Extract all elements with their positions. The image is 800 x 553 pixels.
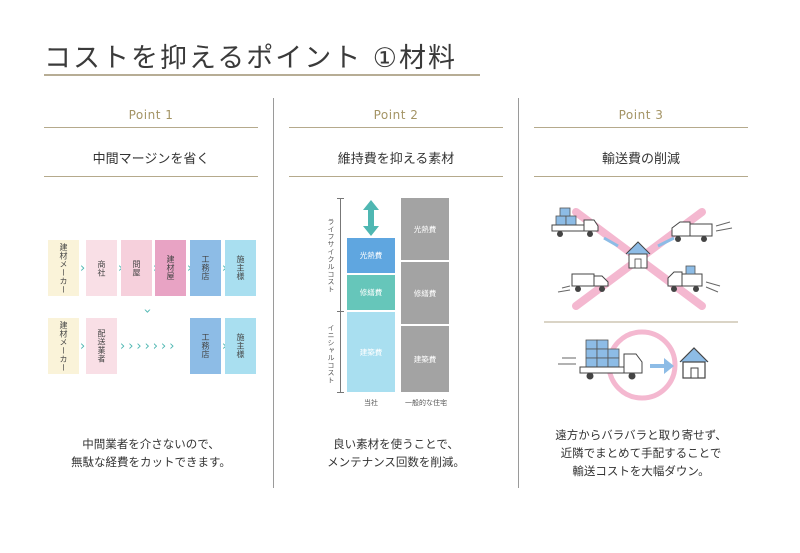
point-1-heading-rule	[44, 176, 258, 177]
flow-top-builder: 工務店	[190, 240, 221, 296]
flow-top-wholesaler: 問屋	[121, 240, 152, 296]
caption-line: 良い素材を使うことで、	[333, 437, 459, 451]
our-company-label: 当社	[364, 399, 378, 407]
truck-icon	[671, 221, 733, 242]
right-arrow-icon	[650, 358, 674, 374]
flow-top-maker: 建材メーカー	[48, 240, 79, 296]
point-3-heading-rule	[534, 176, 748, 177]
caption-line: 中間業者を介さないので、	[82, 437, 220, 451]
point-1-heading: 中間マージンを省く	[92, 152, 210, 167]
shipping-illustration	[534, 202, 748, 402]
our-repair-cost-bar: 修繕費	[347, 275, 395, 310]
flow-arrow: ›	[187, 262, 192, 276]
flow-bottom-delivery: 配送業者	[86, 318, 117, 374]
title-underline	[44, 74, 480, 76]
point-2-heading: 維持費を抑える素材	[337, 152, 455, 167]
our-build-cost-bar: 建築費	[347, 312, 395, 392]
flow-arrow-chain: ›››››››	[120, 339, 178, 354]
point-3-label: Point 3	[618, 108, 664, 122]
flow-top-material-shop: 建材屋	[155, 240, 186, 296]
flow-bottom-maker: 建材メーカー	[48, 318, 79, 374]
point-1-top-rule	[44, 127, 258, 128]
initial-cost-label: イニシャルコスト	[327, 324, 335, 384]
house-icon	[679, 347, 709, 379]
point-1-caption: 中間業者を介さないので、 無駄な経費をカットできます。	[44, 435, 258, 471]
house-icon	[625, 241, 651, 269]
point-3-caption: 遠方からバラバラと取り寄せず、 近隣でまとめて手配することで 輸送コストを大幅ダ…	[534, 426, 748, 480]
point-1-panel: Point 1 中間マージンを省く 建材メーカー › 商社 › 問屋 › 建材屋…	[44, 98, 258, 498]
cost-axis-line	[340, 198, 341, 392]
flow-top-client: 施主様	[225, 240, 256, 296]
our-heating-cost-bar: 光熱費	[347, 238, 395, 273]
truck-icon	[551, 207, 599, 237]
point-1-label: Point 1	[128, 108, 174, 122]
flow-arrow: ›	[222, 262, 227, 276]
flow-arrow: ›	[118, 262, 123, 276]
flow-arrow: ›	[80, 261, 86, 276]
column-divider-1	[273, 98, 274, 488]
point-2-heading-rule	[289, 176, 503, 177]
axis-tick	[337, 198, 344, 199]
point-2-caption: 良い素材を使うことで、 メンテナンス回数を削減。	[289, 435, 503, 471]
lifecycle-cost-label: ライフサイクルコスト	[327, 218, 335, 293]
typical-build-cost-bar: 建築費	[401, 326, 449, 392]
typical-repair-cost-bar: 修繕費	[401, 262, 449, 324]
point-3-panel: Point 3 輸送費の削減	[534, 98, 748, 498]
down-arrow-icon: ›	[139, 308, 155, 314]
caption-line: 輸送コストを大幅ダウン。	[572, 464, 710, 478]
page-title: コストを抑えるポイント ①材料	[44, 43, 457, 74]
point-2-top-rule	[289, 127, 503, 128]
flow-arrow: ›	[222, 340, 227, 354]
point-2-panel: Point 2 維持費を抑える素材 ライフサイクルコスト イニシャルコスト 光熱…	[289, 98, 503, 498]
axis-tick	[337, 311, 344, 312]
axis-tick	[337, 392, 344, 393]
column-divider-2	[518, 98, 519, 488]
truck-icon	[667, 265, 721, 293]
double-arrow-icon	[361, 198, 381, 238]
typical-house-label: 一般的な住宅	[405, 399, 447, 407]
flow-bottom-client: 施主様	[225, 318, 256, 374]
point-3-top-rule	[534, 127, 748, 128]
caption-line: 無駄な経費をカットできます。	[71, 455, 231, 469]
point-3-heading: 輸送費の削減	[601, 152, 680, 167]
caption-line: 近隣でまとめて手配することで	[560, 446, 722, 460]
flow-bottom-builder: 工務店	[190, 318, 221, 374]
caption-line: 遠方からバラバラと取り寄せず、	[555, 428, 727, 442]
flow-arrow: ›	[80, 339, 86, 354]
caption-line: メンテナンス回数を削減。	[327, 455, 465, 469]
point-2-label: Point 2	[373, 108, 419, 122]
consolidated-truck-icon	[558, 339, 643, 380]
typical-heating-cost-bar: 光熱費	[401, 198, 449, 260]
truck-icon	[557, 273, 609, 293]
flow-top-trading: 商社	[86, 240, 117, 296]
